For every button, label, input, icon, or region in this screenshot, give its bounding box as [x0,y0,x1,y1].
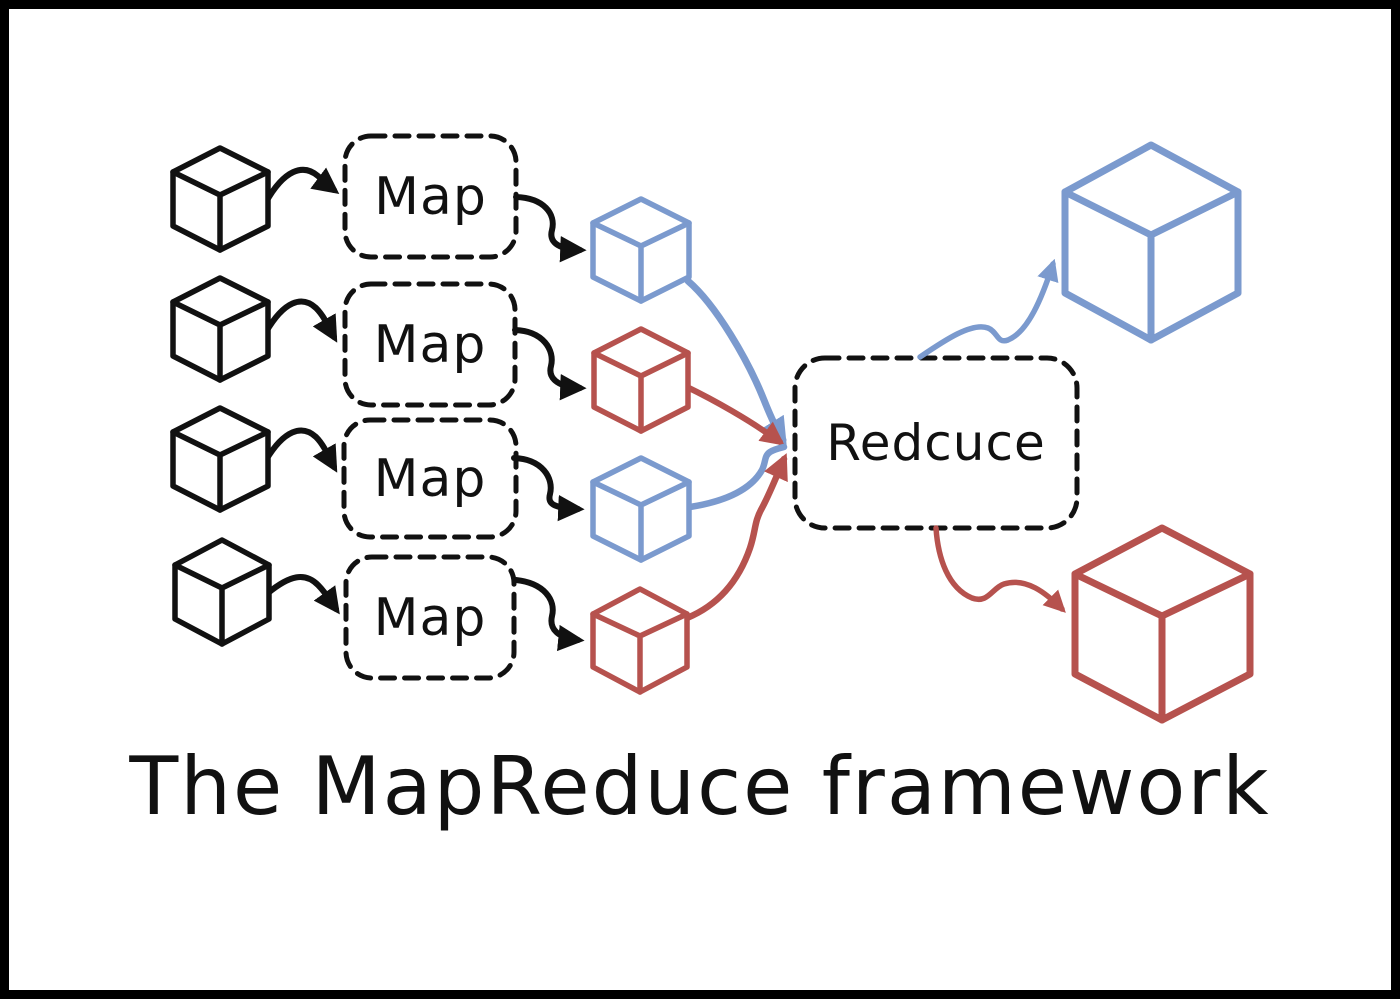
arrow-input-2-to-map-2 [263,298,338,343]
input-cube-2 [170,275,271,383]
arrow-map-4-to-cube [513,577,585,652]
arrow-map-1-to-cube [513,194,587,263]
arrow-input-3-to-map-3 [263,427,338,473]
intermediate-cube-blue-2 [590,455,692,563]
map-box-2 [342,281,518,408]
shuffle-line-red-2 [683,453,788,622]
intermediate-cube-red-1 [591,326,691,434]
map-box-2-label: Map [373,314,487,375]
arrow-input-4-to-map-4 [265,574,340,615]
arrow-map-3-to-cube [511,455,585,522]
shuffle-line-red-1 [684,384,785,446]
output-cube-blue [1061,141,1242,344]
arrow-input-1-to-map-1 [263,166,340,205]
input-cube-1 [170,145,271,253]
input-cube-4 [172,537,272,647]
map-box-3-label: Map [373,448,487,509]
map-box-3 [341,417,519,540]
arrow-map-2-to-cube [512,327,587,401]
map-box-1-label: Map [374,166,487,227]
input-cube-3 [170,405,271,513]
output-cube-red [1071,524,1254,724]
output-line-blue [917,258,1059,360]
intermediate-cube-red-2 [590,586,690,695]
map-box-4-label: Map [373,587,487,648]
reduce-box-label: Redcuce [826,414,1046,472]
map-box-4 [343,554,517,681]
output-line-red [933,525,1066,613]
intermediate-cube-blue-1 [590,196,692,304]
diagram-title: The MapReduce framework [129,739,1271,833]
